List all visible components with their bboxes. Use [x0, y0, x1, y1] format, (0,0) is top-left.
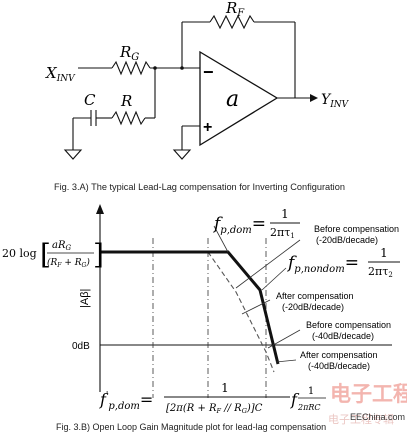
svg-text:[: [	[40, 238, 51, 271]
y-axis-dc-gain-label: 20 log [ aRG (RF + RG) ]	[2, 238, 104, 271]
bode-plot: 20 log [ aRG (RF + RG) ] |Aβ| 0dB fp,dom…	[2, 204, 400, 415]
pointer-fp-dom	[213, 225, 229, 253]
curve-before-compensation	[207, 251, 275, 373]
svg-text:电子工程专辑: 电子工程专辑	[328, 412, 394, 426]
after-comp-20-label: After compensation	[276, 291, 354, 301]
fp-dom-equation: fp,dom= 1 2πτ1	[212, 207, 300, 240]
abeta-axis-label: |Aβ|	[79, 289, 91, 308]
pointer-before-2	[267, 329, 301, 349]
svg-text:1: 1	[380, 246, 388, 260]
caption-fig-3b: Fig. 3.B) Open Loop Gain Magnitude plot …	[56, 422, 326, 432]
resistor-rg	[111, 60, 151, 76]
junction-node-2	[180, 66, 184, 70]
caption-fig-3a: Fig. 3.A) The typical Lead-Lag compensat…	[54, 182, 345, 192]
before-comp-20-rate: (-20dB/decade)	[316, 235, 378, 245]
ground-symbol-right	[172, 149, 192, 160]
pointer-after-2	[275, 359, 297, 363]
pointer-fp-nondom	[261, 267, 287, 291]
svg-text:aRG: aRG	[52, 240, 72, 252]
svg-text:20 log: 20 log	[2, 247, 37, 260]
circuit-schematic: RF RG XINV C R a − + YINV	[45, 0, 350, 160]
watermark-site-text: EEChina.com	[350, 412, 405, 422]
resistor-rf	[209, 14, 255, 30]
svg-text:1: 1	[308, 386, 314, 397]
after-comp-40-label: After compensation	[300, 350, 378, 360]
svg-text:f: f	[290, 390, 300, 409]
svg-text:2πτ1: 2πτ1	[270, 226, 295, 240]
c-label: C	[84, 91, 96, 109]
watermark-logo: 电子工程专辑 电子工程专辑	[328, 382, 407, 426]
fp-nondom-equation: fp,nondom= 1 2πτ2	[286, 246, 400, 279]
inverting-input-sign: −	[203, 62, 214, 82]
xinv-label: XINV	[45, 64, 76, 84]
svg-text:1: 1	[221, 381, 229, 395]
svg-text:f'p,dom=: f'p,dom=	[99, 390, 153, 412]
svg-text:fp,dom=: fp,dom=	[212, 214, 266, 236]
before-comp-20-label: Before compensation	[314, 224, 399, 234]
after-comp-20-rate: (-20dB/decade)	[282, 302, 344, 312]
output-arrow-icon	[310, 94, 318, 102]
resistor-r	[111, 110, 146, 126]
opamp-gain-label: a	[226, 87, 239, 112]
svg-text:2πRC: 2πRC	[297, 403, 321, 412]
before-comp-40-label: Before compensation	[306, 320, 391, 330]
y-axis-arrow-icon	[96, 204, 104, 214]
after-comp-40-rate: (-40dB/decade)	[308, 361, 370, 371]
f2-equation: f 1 2πRC	[290, 386, 326, 412]
opamp-triangle	[199, 50, 279, 147]
svg-text:2πτ2: 2πτ2	[368, 265, 393, 279]
rg-label: RG	[119, 43, 139, 63]
ground-symbol-left	[63, 149, 83, 160]
svg-text:电子工程专辑: 电子工程专辑	[330, 382, 407, 406]
rf-label: RF	[225, 0, 245, 19]
svg-text:[2π(R + RF // RG)]C: [2π(R + RF // RG)]C	[166, 403, 263, 415]
pointer-before-1	[235, 239, 301, 289]
svg-text:(RF + RG): (RF + RG)	[47, 257, 90, 269]
r-label: R	[120, 92, 132, 110]
before-comp-40-rate: (-40dB/decade)	[312, 331, 374, 341]
pointer-after-1	[241, 299, 271, 315]
noninverting-input-sign: +	[203, 119, 212, 136]
fp-dom-prime-equation: f'p,dom= 1 [2π(R + RF // RG)]C	[99, 381, 290, 415]
svg-text:fp,nondom=: fp,nondom=	[286, 253, 359, 275]
zero-db-label: 0dB	[72, 341, 90, 352]
curve-after-compensation	[100, 250, 280, 365]
svg-text:1: 1	[281, 207, 289, 221]
yinv-label: YINV	[321, 92, 350, 110]
svg-text:]: ]	[93, 238, 104, 271]
